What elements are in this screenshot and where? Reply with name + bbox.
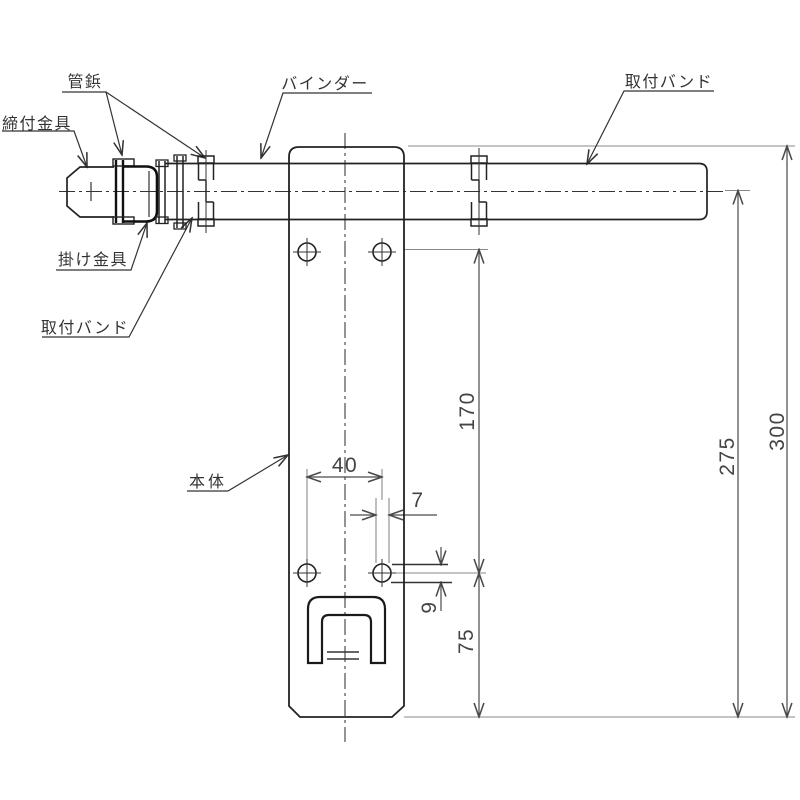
band-b-tab-top xyxy=(155,159,169,168)
leader-kake xyxy=(56,223,147,271)
label-toritsuke-band-left: 取付バンド xyxy=(40,320,130,337)
u-staple xyxy=(306,595,387,665)
band-c-tab-bottom xyxy=(173,222,187,230)
leader-shimetsuke xyxy=(2,130,87,167)
pipe-rivet-1 xyxy=(197,150,215,233)
center-lines xyxy=(59,133,727,742)
dim-7-value: 7 xyxy=(411,489,425,512)
label-shimetsuke-kanagu: 締付金具 xyxy=(1,116,73,133)
band-a xyxy=(114,160,125,223)
extension-lines xyxy=(306,145,795,718)
rivet1-body xyxy=(197,163,215,219)
leader-binder xyxy=(261,92,372,158)
hole-cross-marks xyxy=(293,238,396,587)
band-c-tab-top xyxy=(173,154,187,162)
main-plate xyxy=(288,146,405,718)
dim-75-value: 75 xyxy=(455,627,478,655)
dim-40-value: 40 xyxy=(331,454,359,477)
u-staple-strap xyxy=(327,651,359,660)
rivet2-body xyxy=(470,163,488,219)
label-kake-kanagu: 掛け金具 xyxy=(57,252,129,269)
label-hontai: 本体 xyxy=(188,474,228,491)
band-b xyxy=(158,161,166,223)
pipe-rivet-2 xyxy=(470,148,488,235)
ext-7-slot-width xyxy=(375,498,390,563)
slot-edge-lines xyxy=(391,563,452,584)
label-kanbyo: 管鋲 xyxy=(67,74,103,91)
dimension-lines xyxy=(307,146,787,717)
leader-lines xyxy=(2,90,714,492)
dim-170-value: 170 xyxy=(456,391,479,431)
leader-toritsuke-right xyxy=(587,90,714,164)
label-toritsuke-band-right: 取付バンド xyxy=(624,74,714,91)
dim-275-value: 275 xyxy=(716,436,739,476)
label-binder: バインダー xyxy=(281,76,369,93)
dim-9-value: 9 xyxy=(418,600,441,614)
leader-toritsuke-left xyxy=(42,218,192,338)
hook-sleeve xyxy=(123,165,159,223)
band-b-tab-bottom xyxy=(155,216,169,225)
band-c xyxy=(176,156,184,228)
leader-hontai xyxy=(187,455,288,492)
end-cap xyxy=(66,166,114,218)
tube-outline xyxy=(165,162,708,221)
leader-kanbyo-2 xyxy=(105,91,205,158)
plate-outline xyxy=(288,146,405,718)
dim-300-value: 300 xyxy=(766,411,789,451)
binder-tube xyxy=(66,148,708,235)
